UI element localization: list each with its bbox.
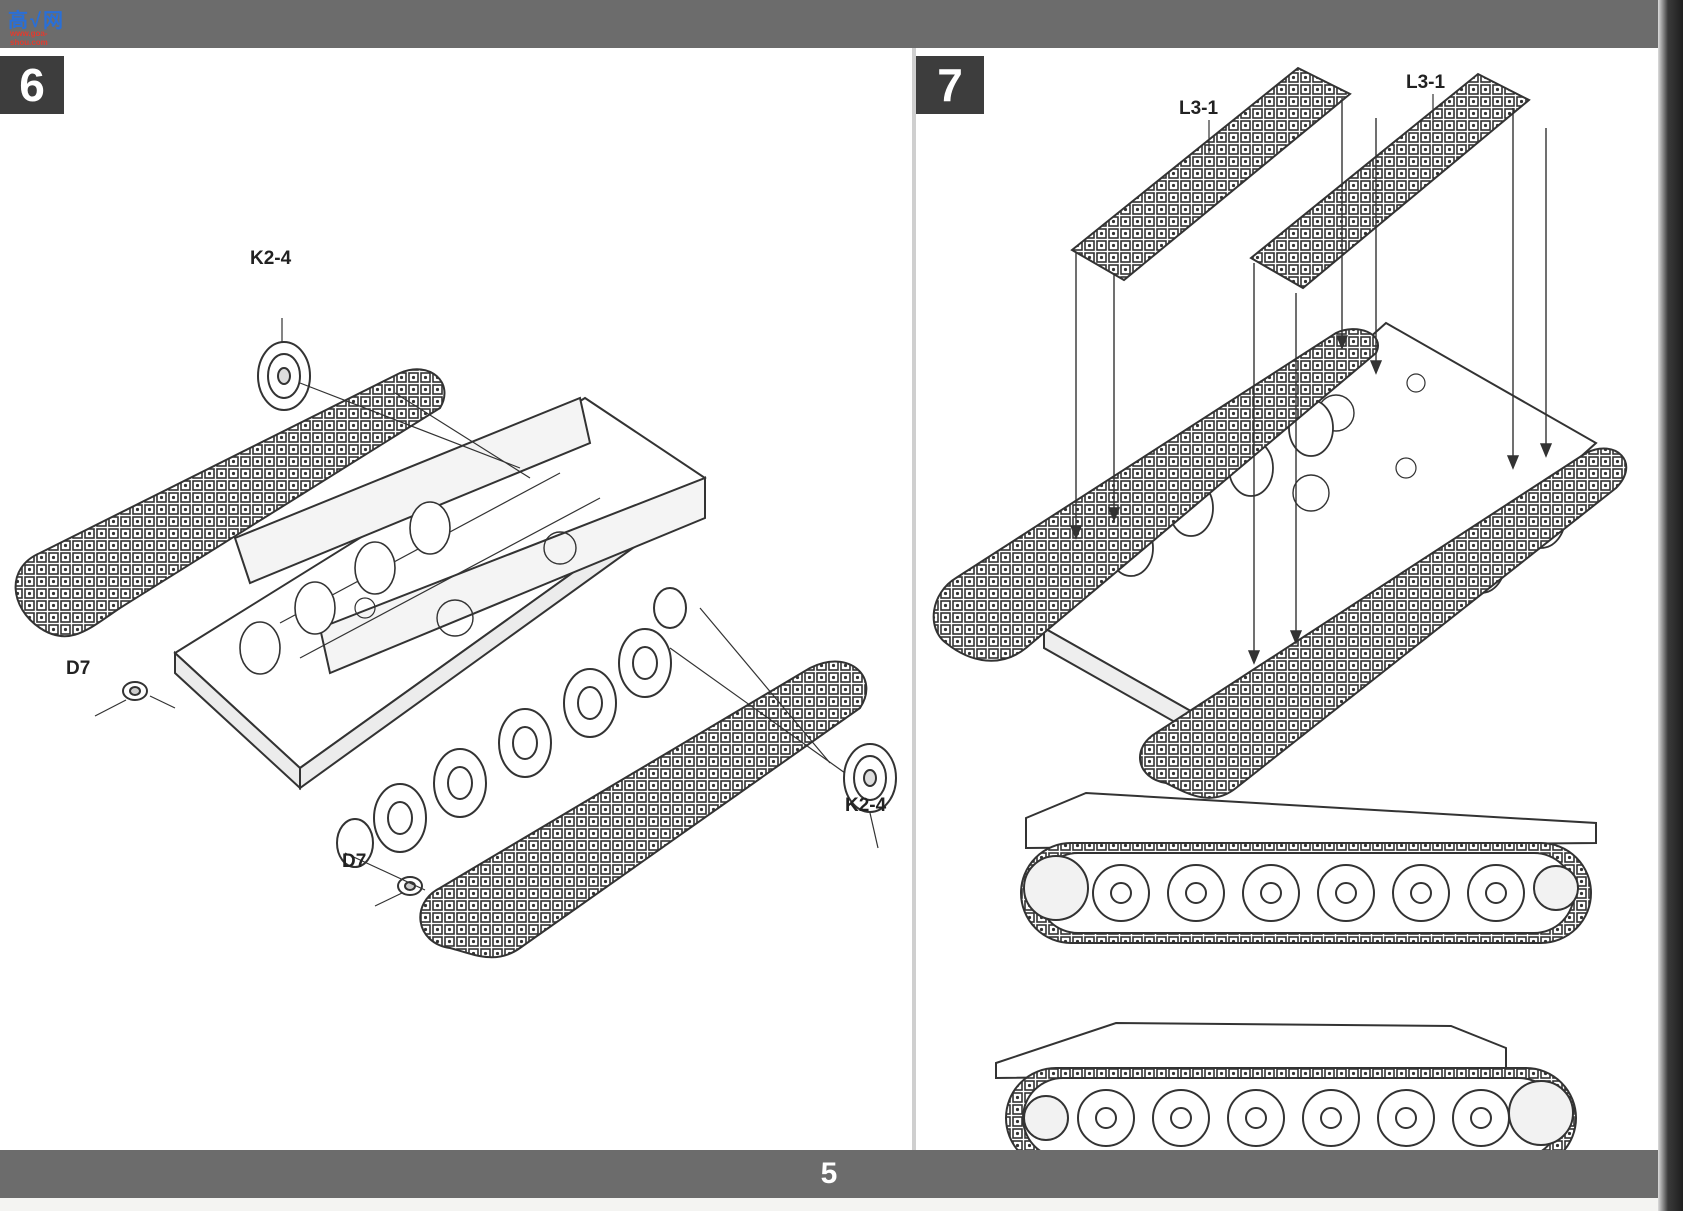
road-wheels-near [336,587,687,868]
step-7-number: 7 [916,56,984,114]
road-wheels-far [239,501,451,675]
binding-spine [1658,0,1683,1211]
assembly-arrows [1069,98,1553,665]
step-7-page: 7 [916,48,1658,1150]
top-bar: 高√网 www.goa-shou.com [0,0,1658,48]
drive-hub-left [122,681,148,701]
step-6-number: 6 [0,56,64,114]
page-number: 5 [820,1157,838,1190]
step-7-illustration [932,66,1628,1150]
iso-track-right [1139,447,1628,799]
step-6-illustration [14,318,897,959]
callout-L3-1-right: L3-1 [1406,72,1446,93]
callout-L3-1-left: L3-1 [1179,98,1219,119]
idler-wheel-bottom [843,743,897,813]
callout-leaders [94,318,879,907]
callout-K2-4-bottom: K2-4 [845,795,887,816]
hull-chassis [173,396,707,791]
watermark-text: 高√网 [8,10,65,32]
iso-track-left [932,328,1379,662]
callout-D7-bottom: D7 [342,851,367,872]
callout-D7-left: D7 [66,658,91,679]
site-watermark: 高√网 www.goa-shou.com [4,4,70,47]
watermark-url: www.goa-shou.com [10,29,48,47]
side-view-left [1020,791,1597,944]
track-strip-right [1249,72,1531,290]
assembly-guide-lines [149,382,846,891]
page-fold [912,48,916,1150]
callout-K2-4-top: K2-4 [250,248,292,269]
step-6-page: 6 [0,48,912,1150]
side-view-right [995,1021,1577,1150]
callout-leaders-7 [1208,94,1434,153]
idler-wheel-top [257,341,311,411]
track-left [14,368,446,638]
track-strip-left [1070,66,1352,282]
track-right [419,660,868,959]
bottom-bar: 5 [0,1150,1658,1198]
